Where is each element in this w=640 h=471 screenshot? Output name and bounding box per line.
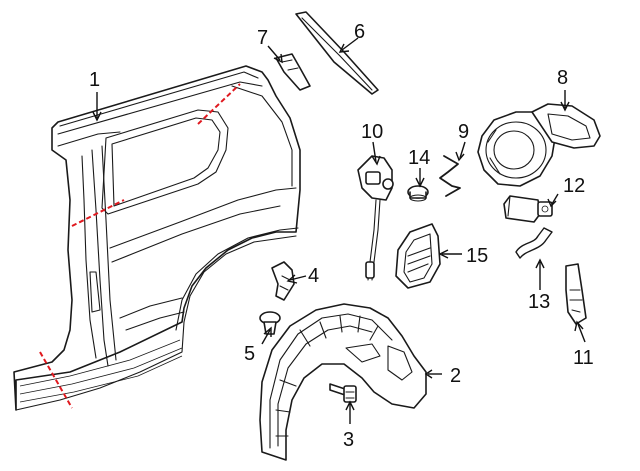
bolt — [329, 383, 357, 403]
vent-grille — [395, 223, 441, 289]
release-actuator — [357, 155, 394, 281]
callout-8: 8 — [557, 67, 568, 89]
spring — [439, 155, 461, 197]
grommet — [407, 185, 429, 202]
cut-line-pillar — [71, 199, 125, 227]
callout-6: 6 — [354, 21, 365, 43]
callout-10: 10 — [361, 121, 383, 143]
cut-line-rocker — [39, 351, 73, 409]
bracket — [275, 53, 311, 91]
callout-15: 15 — [466, 245, 488, 267]
quarter-panel — [13, 65, 301, 411]
callout-9: 9 — [458, 121, 469, 143]
callout-13: 13 — [528, 291, 550, 313]
callout-14: 14 — [408, 147, 430, 169]
callout-1: 1 — [89, 69, 100, 91]
wheelhouse-liner — [259, 303, 427, 461]
leader-lines — [92, 37, 586, 424]
drain-hose — [515, 227, 553, 259]
fuel-door-housing — [477, 103, 601, 187]
callout-3: 3 — [343, 429, 354, 451]
hinge-bracket — [565, 263, 587, 325]
lock-actuator — [503, 195, 553, 223]
trim-strip — [295, 11, 379, 95]
retainer-clip — [271, 261, 295, 301]
callout-4: 4 — [308, 265, 319, 287]
cut-line-roof — [197, 83, 241, 125]
callout-2: 2 — [450, 365, 461, 387]
callout-11: 11 — [573, 347, 594, 369]
callout-12: 12 — [563, 175, 585, 197]
callout-7: 7 — [257, 27, 268, 49]
callout-5: 5 — [244, 343, 255, 365]
